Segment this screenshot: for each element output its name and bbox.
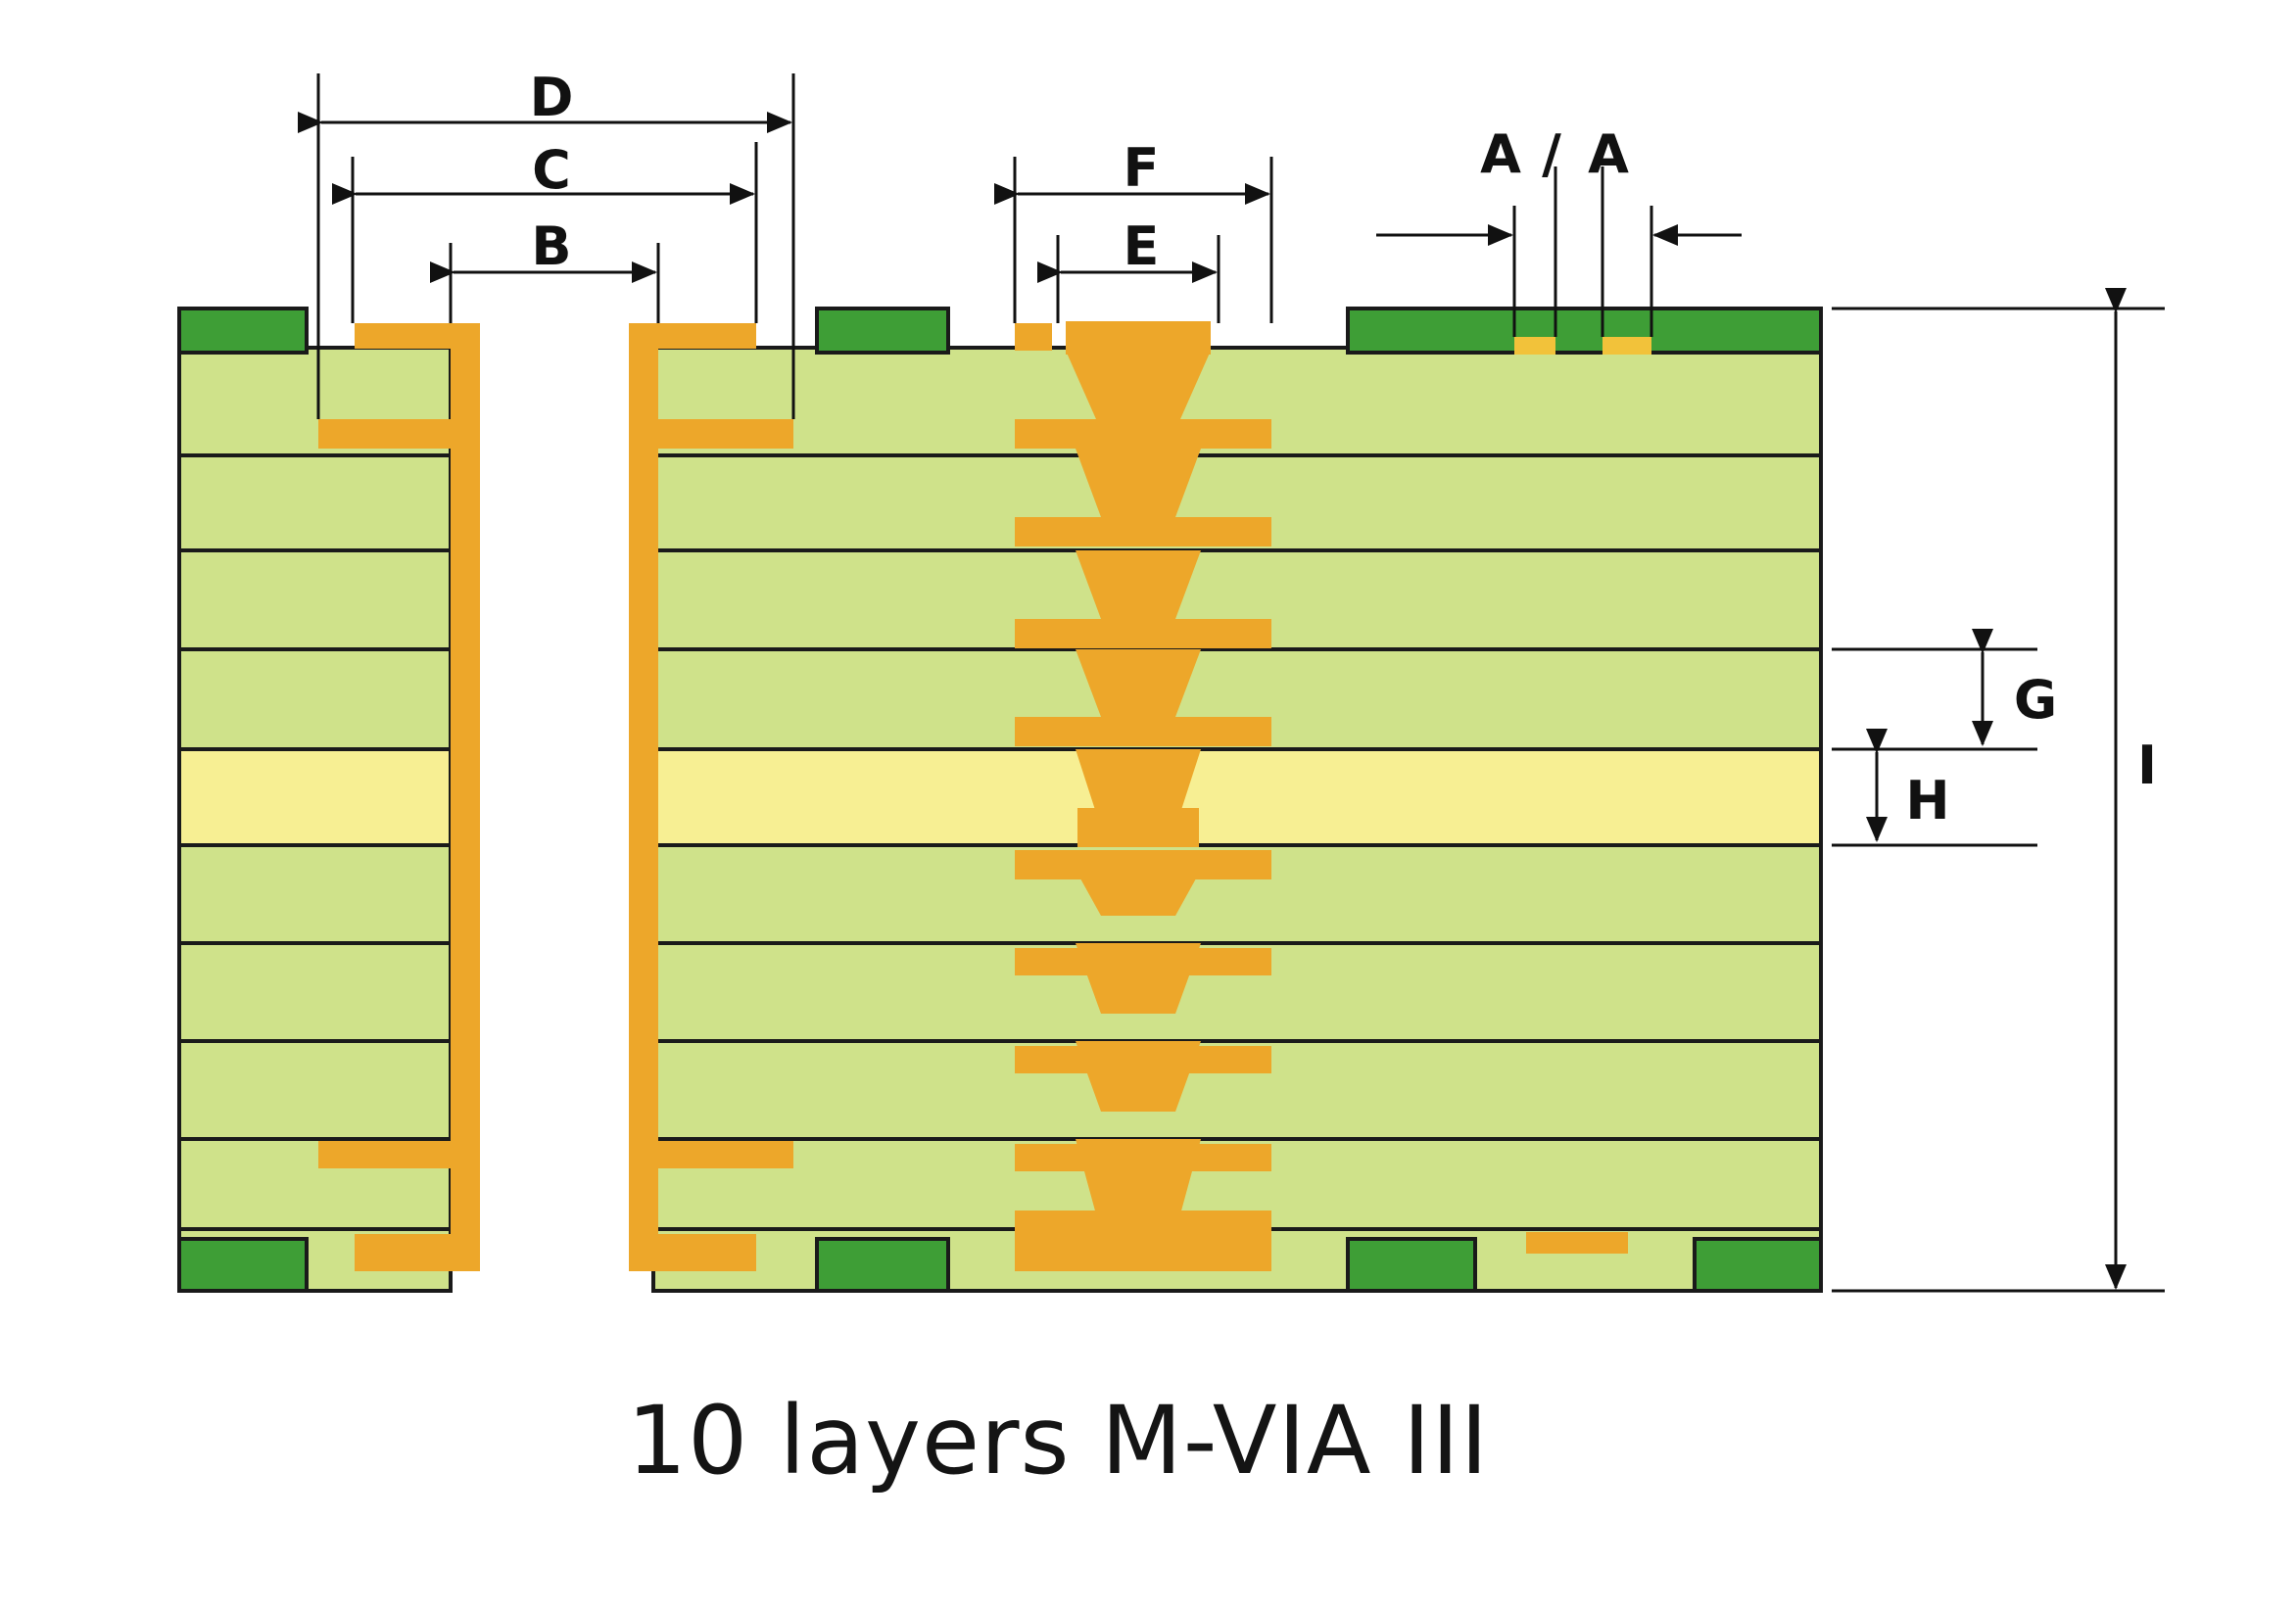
layer-lines — [179, 453, 1821, 1231]
trace-pad — [1514, 337, 1555, 355]
microvia-cone — [1076, 449, 1201, 517]
microvia-inner-pad — [1015, 1046, 1271, 1073]
pth-right-inner-bottom — [658, 1141, 793, 1168]
microvia-cone — [1076, 649, 1201, 717]
dim-label-F: F — [1124, 137, 1160, 199]
diagram-caption: 10 layers M-VIA III — [0, 1386, 2296, 1503]
solder-mask-pad — [815, 1237, 950, 1293]
pth-left-inner-top — [318, 419, 451, 449]
dimension-labels: D C B F E A / A I G H — [530, 67, 2157, 831]
microvia-cone — [1076, 749, 1201, 813]
microvia-top-pad — [1066, 321, 1211, 355]
core-layer-right — [655, 749, 1819, 845]
stacked-microvia — [1015, 321, 1271, 1271]
pth-left-wall — [451, 323, 480, 1271]
dielectric-layers — [177, 346, 1823, 1293]
microvia-top-small-pad — [1015, 323, 1052, 351]
dim-label-I: I — [2137, 735, 2157, 796]
core-layer-left — [181, 749, 449, 845]
dim-label-E: E — [1124, 215, 1160, 277]
dim-label-H: H — [1905, 770, 1949, 831]
trace-pad — [1602, 337, 1651, 355]
dim-label-A-sep: / — [1542, 123, 1561, 185]
solder-mask — [177, 307, 1823, 1293]
dim-label-A-right: A — [1588, 123, 1629, 185]
microvia-inner-pad — [1015, 1144, 1271, 1171]
dim-label-A-left: A — [1480, 123, 1521, 185]
plated-through-hole — [318, 323, 793, 1271]
microvia-core-fill — [1077, 808, 1199, 847]
solder-mask-pad — [1346, 1237, 1477, 1293]
dim-label-C: C — [532, 139, 571, 201]
microvia-bottom-pad — [1015, 1210, 1271, 1271]
microvia-inner-pad — [1015, 850, 1271, 879]
microvia-inner-pad — [1015, 717, 1271, 746]
pth-right-wall — [629, 323, 658, 1271]
microvia-cone — [1076, 550, 1201, 619]
microvia-inner-pad — [1015, 419, 1271, 449]
dim-label-D: D — [530, 67, 574, 128]
surface-pads — [1514, 337, 1651, 1254]
pth-left-top-pad — [355, 323, 480, 349]
pth-left-bottom-pad — [355, 1234, 480, 1271]
pth-left-inner-bottom — [318, 1141, 451, 1168]
dim-label-G: G — [2014, 669, 2057, 731]
microvia-inner-pad — [1015, 619, 1271, 648]
pth-right-bottom-pad — [629, 1234, 756, 1271]
bottom-trace-pad — [1526, 1232, 1628, 1254]
pth-right-inner-top — [658, 419, 793, 449]
solder-mask-pad — [1693, 1237, 1823, 1293]
microvia-inner-pad — [1015, 517, 1271, 546]
solder-mask-pad — [815, 307, 950, 355]
pth-right-top-pad — [629, 323, 756, 349]
caption-text: 10 layers M-VIA III — [627, 1386, 1489, 1495]
microvia-inner-pad — [1015, 948, 1271, 975]
dimension-lines — [298, 73, 2165, 1293]
dim-label-B: B — [531, 215, 571, 277]
solder-mask-pad — [177, 307, 309, 355]
microvia-cone — [1066, 351, 1211, 419]
solder-mask-pad — [1346, 307, 1823, 355]
solder-mask-pad — [177, 1237, 309, 1293]
